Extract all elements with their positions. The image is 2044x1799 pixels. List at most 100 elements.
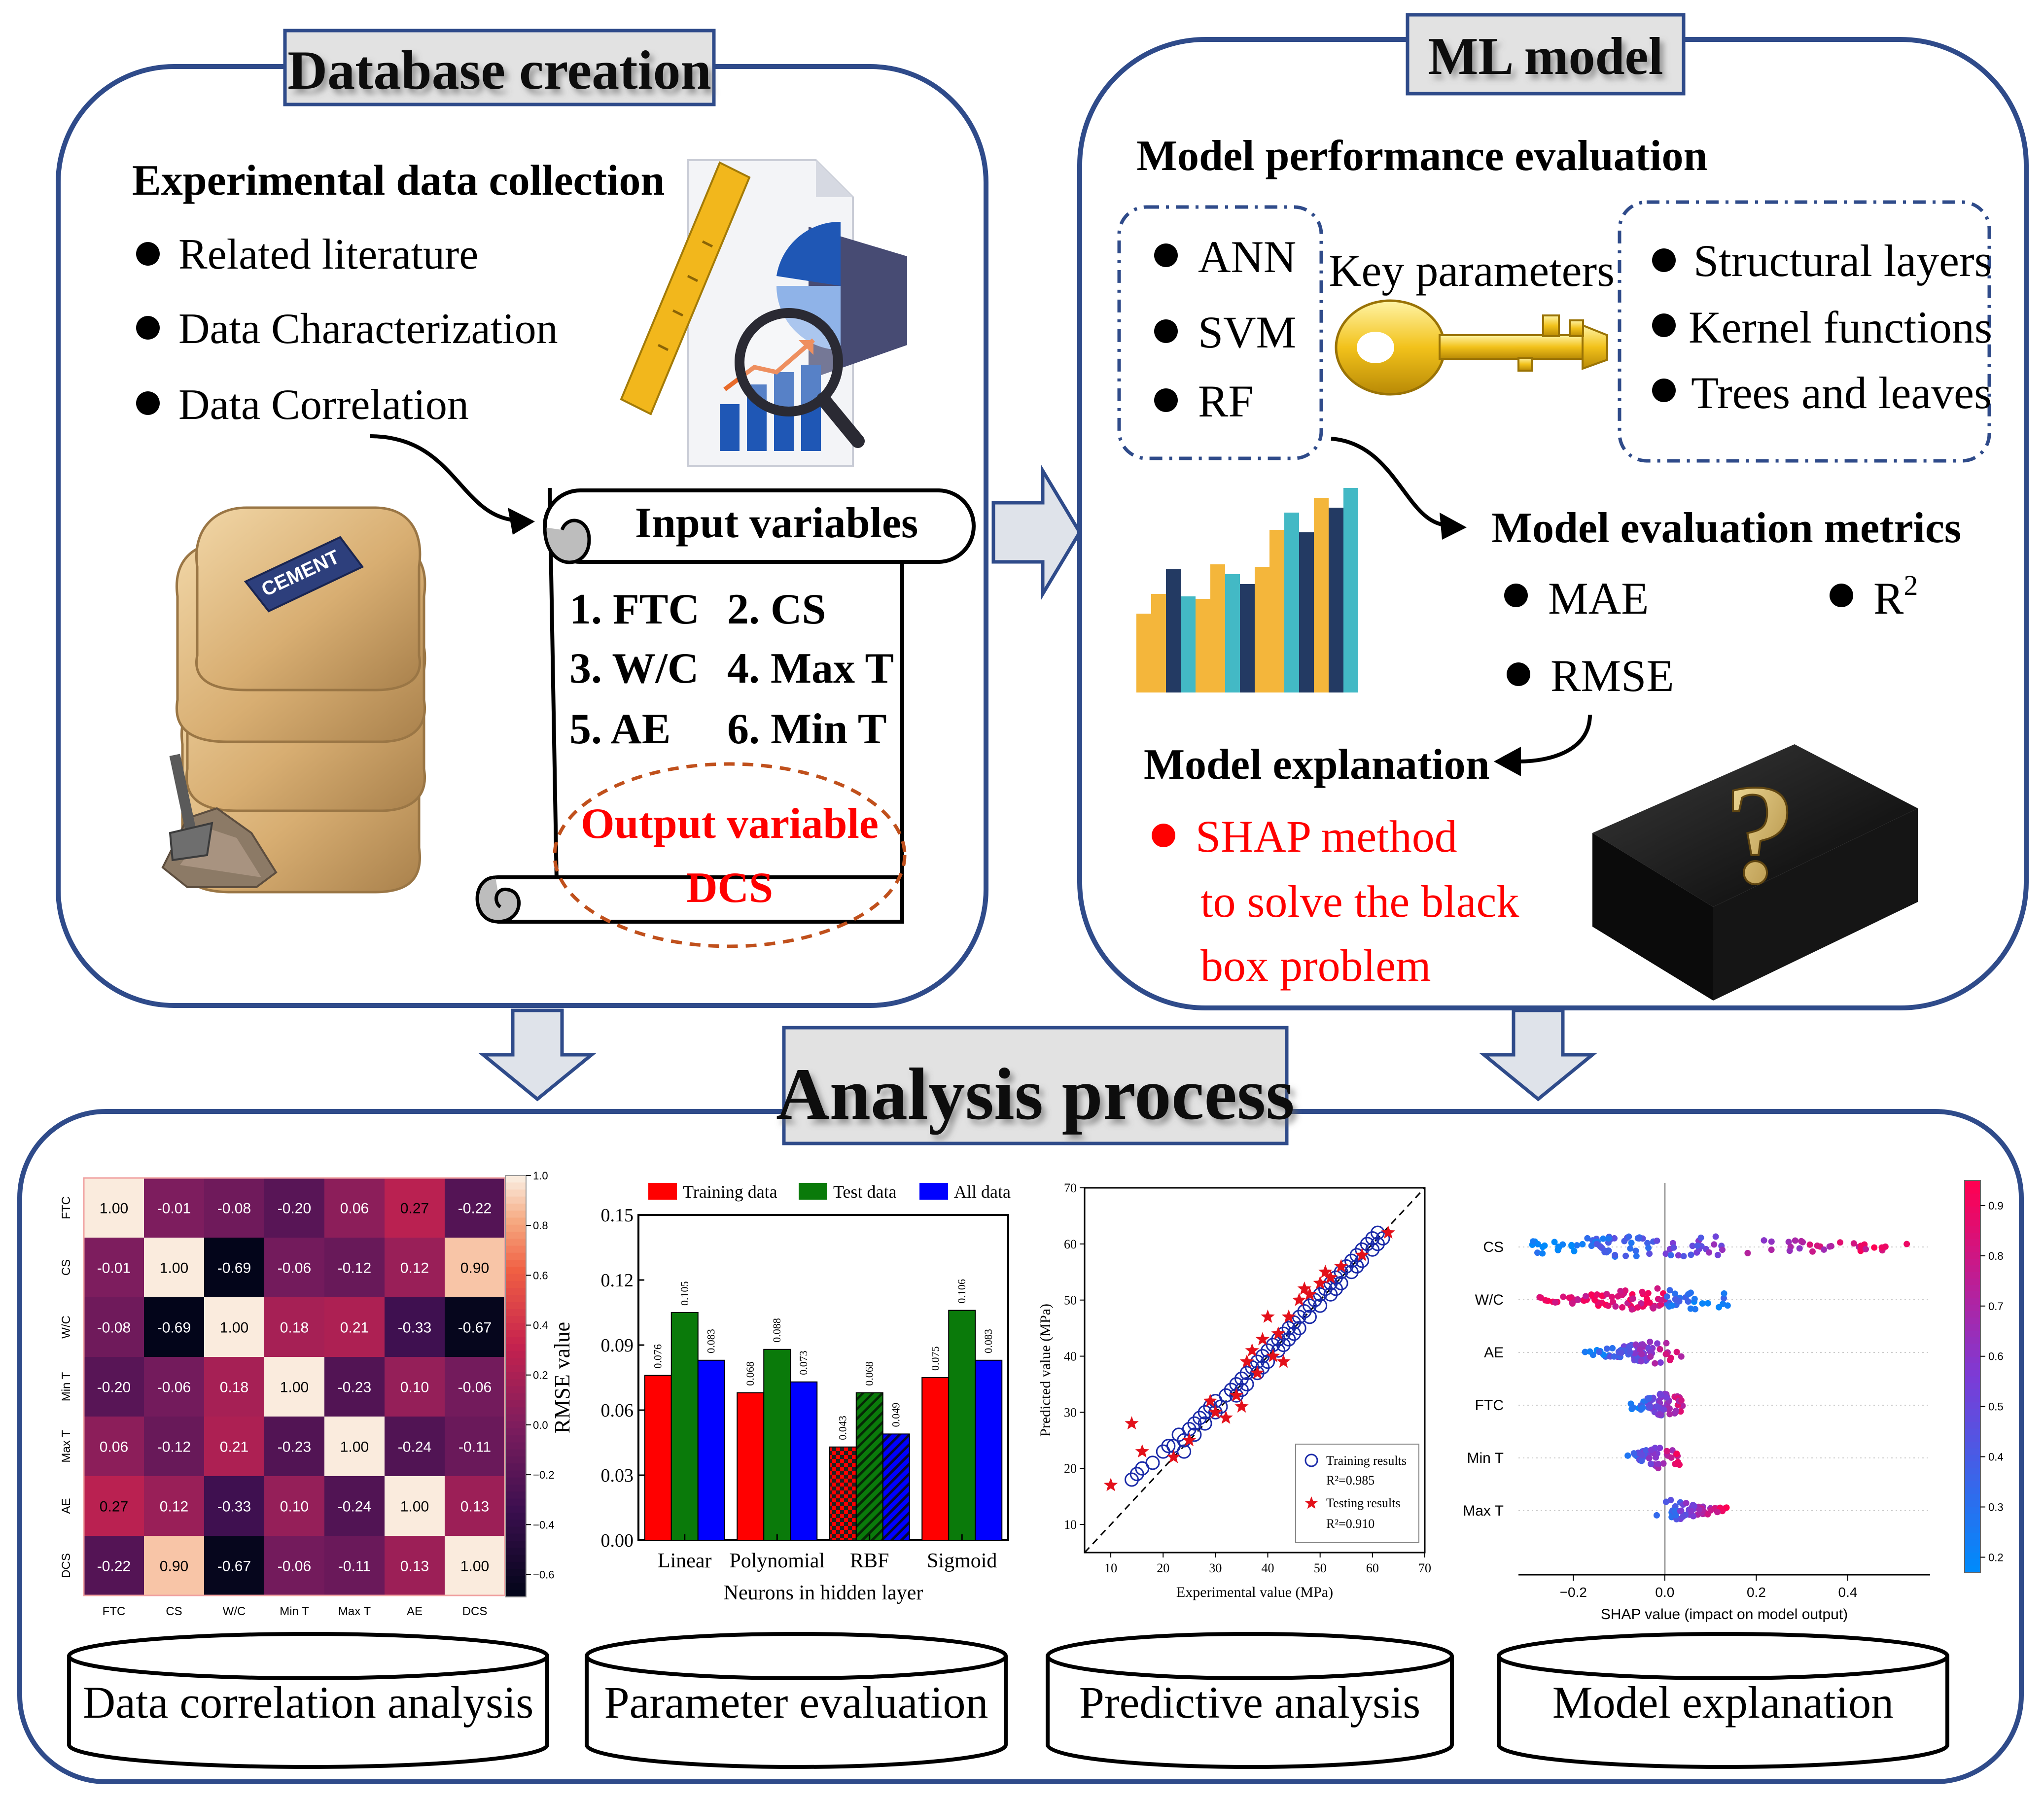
heatmap-cell (204, 1297, 264, 1357)
heatmap-colorbar-segment (505, 1196, 526, 1204)
testing-point (1323, 1270, 1338, 1284)
shap-point (1603, 1291, 1610, 1298)
black-box-icon: ? (1592, 744, 1918, 1001)
model-explanation-heading: Model explanation (1144, 741, 1490, 789)
heatmap-cell (264, 1297, 324, 1357)
shap-point (1683, 1500, 1690, 1507)
shap-point (1690, 1513, 1697, 1520)
heatmap-value: -0.11 (338, 1558, 371, 1575)
input-var-ae: 5. AE (569, 705, 670, 753)
shap-point (1809, 1248, 1816, 1255)
shap-colorbar-segment (1965, 1298, 1980, 1305)
shap-point (1662, 1250, 1669, 1257)
flow-arrow-to-explanation (1518, 714, 1592, 763)
heatmap-value: 0.18 (220, 1380, 248, 1396)
heatmap-colorbar-segment (505, 1428, 526, 1436)
scatter-y-tick-label: 20 (1064, 1461, 1077, 1476)
heatmap-value: -0.23 (338, 1380, 371, 1396)
bar-category-label: RBF (850, 1550, 889, 1572)
bar-value-label: 0.043 (837, 1416, 849, 1440)
shap-point (1688, 1508, 1695, 1515)
shap-colorbar-segment (1965, 1291, 1980, 1299)
heatmap-value: 1.00 (220, 1320, 248, 1336)
shap-point (1626, 1349, 1633, 1356)
shap-point (1638, 1358, 1645, 1365)
shap-point (1625, 1233, 1632, 1240)
input-variables-scroll: Input variables 1. FTC 2. CS 3. W/C 4. M… (475, 487, 976, 948)
scatter-y-tick-label: 30 (1064, 1405, 1077, 1419)
bullet-dot (1830, 584, 1853, 607)
bullet-dot (136, 242, 160, 266)
heatmap-colorbar-segment (505, 1555, 526, 1562)
bullet-dot (1154, 388, 1178, 412)
heatmap-value: 0.13 (400, 1558, 429, 1575)
heatmap-value: -0.20 (97, 1380, 131, 1396)
scatter-legend-training-r2: R²=0.985 (1326, 1473, 1374, 1488)
heatmap-y-label: CS (60, 1259, 73, 1276)
heatmap-value: -0.22 (458, 1201, 492, 1217)
shap-point (1593, 1291, 1600, 1298)
scatter-legend-training-label: Training results (1326, 1453, 1407, 1468)
heatmap-colorbar-tick-label: −0.2 (533, 1469, 554, 1481)
heatmap-value: 1.00 (100, 1201, 128, 1217)
shap-point (1541, 1242, 1548, 1249)
heatmap-cell (84, 1238, 144, 1297)
input-var-max-t: 4. Max T (727, 645, 894, 692)
shap-point (1672, 1512, 1679, 1519)
shap-point (1720, 1295, 1727, 1302)
params-dashed-box (1618, 200, 1991, 463)
heatmap-value: 0.21 (340, 1320, 369, 1336)
shap-point (1647, 1338, 1654, 1345)
shap-point (1711, 1241, 1718, 1248)
shap-point (1654, 1237, 1660, 1244)
shap-point (1716, 1304, 1723, 1311)
scatter-legend-testing-marker (1304, 1496, 1318, 1509)
shap-point (1639, 1404, 1646, 1411)
heatmap-colorbar-segment (505, 1239, 526, 1246)
shap-point (1786, 1247, 1793, 1254)
shap-point (1878, 1244, 1885, 1251)
shap-point (1691, 1502, 1697, 1509)
heatmap-value: -0.08 (217, 1201, 251, 1217)
shap-point (1673, 1349, 1680, 1355)
heatmap-colorbar-segment (505, 1260, 526, 1268)
bar-all-data (790, 1381, 818, 1541)
shap-colorbar-segment (1965, 1487, 1980, 1494)
testing-point (1182, 1433, 1197, 1447)
bar-y-tick-label: 0.03 (601, 1465, 634, 1486)
shap-colorbar-segment (1965, 1461, 1980, 1468)
shap-point (1618, 1349, 1624, 1356)
testing-point (1135, 1444, 1149, 1458)
heatmap-y-label: W/C (60, 1315, 73, 1339)
heatmap-colorbar-tick-label: 0.6 (533, 1269, 548, 1281)
shap-colorbar-segment (1965, 1422, 1980, 1429)
testing-point (1355, 1247, 1369, 1261)
testing-point (1208, 1405, 1223, 1418)
models-dashed-box (1117, 205, 1323, 460)
shap-point (1714, 1509, 1721, 1516)
shap-point (1668, 1302, 1675, 1309)
heatmap-colorbar-segment (505, 1414, 526, 1422)
bar-category-label: Sigmoid (927, 1550, 997, 1572)
cylinder-model-explanation: Model explanation (1497, 1632, 1949, 1769)
testing-point (1255, 1332, 1270, 1346)
shap-colorbar-segment (1965, 1507, 1980, 1514)
shap-point (1676, 1298, 1683, 1305)
shap-point (1814, 1242, 1821, 1249)
shap-point (1628, 1306, 1635, 1313)
shap-colorbar-segment (1965, 1278, 1980, 1285)
param-trees-and-leaves: Trees and leaves (1691, 368, 1992, 418)
heatmap-value: -0.33 (398, 1320, 431, 1336)
heatmap-colorbar-tick-label: 0.8 (533, 1219, 548, 1232)
shap-x-axis-title: SHAP value (impact on model output) (1601, 1606, 1848, 1623)
shap-colorbar-segment (1965, 1559, 1980, 1566)
shap-point (1667, 1354, 1674, 1361)
shap-point (1672, 1290, 1679, 1297)
shap-point (1662, 1350, 1669, 1357)
shap-colorbar-segment (1965, 1389, 1980, 1397)
shap-colorbar-segment (1965, 1187, 1980, 1194)
heatmap-x-label: AE (407, 1605, 423, 1618)
heatmap-x-label: FTC (103, 1605, 126, 1618)
heatmap-colorbar-segment (505, 1316, 526, 1324)
bullet-related-literature: Related literature (178, 231, 478, 278)
